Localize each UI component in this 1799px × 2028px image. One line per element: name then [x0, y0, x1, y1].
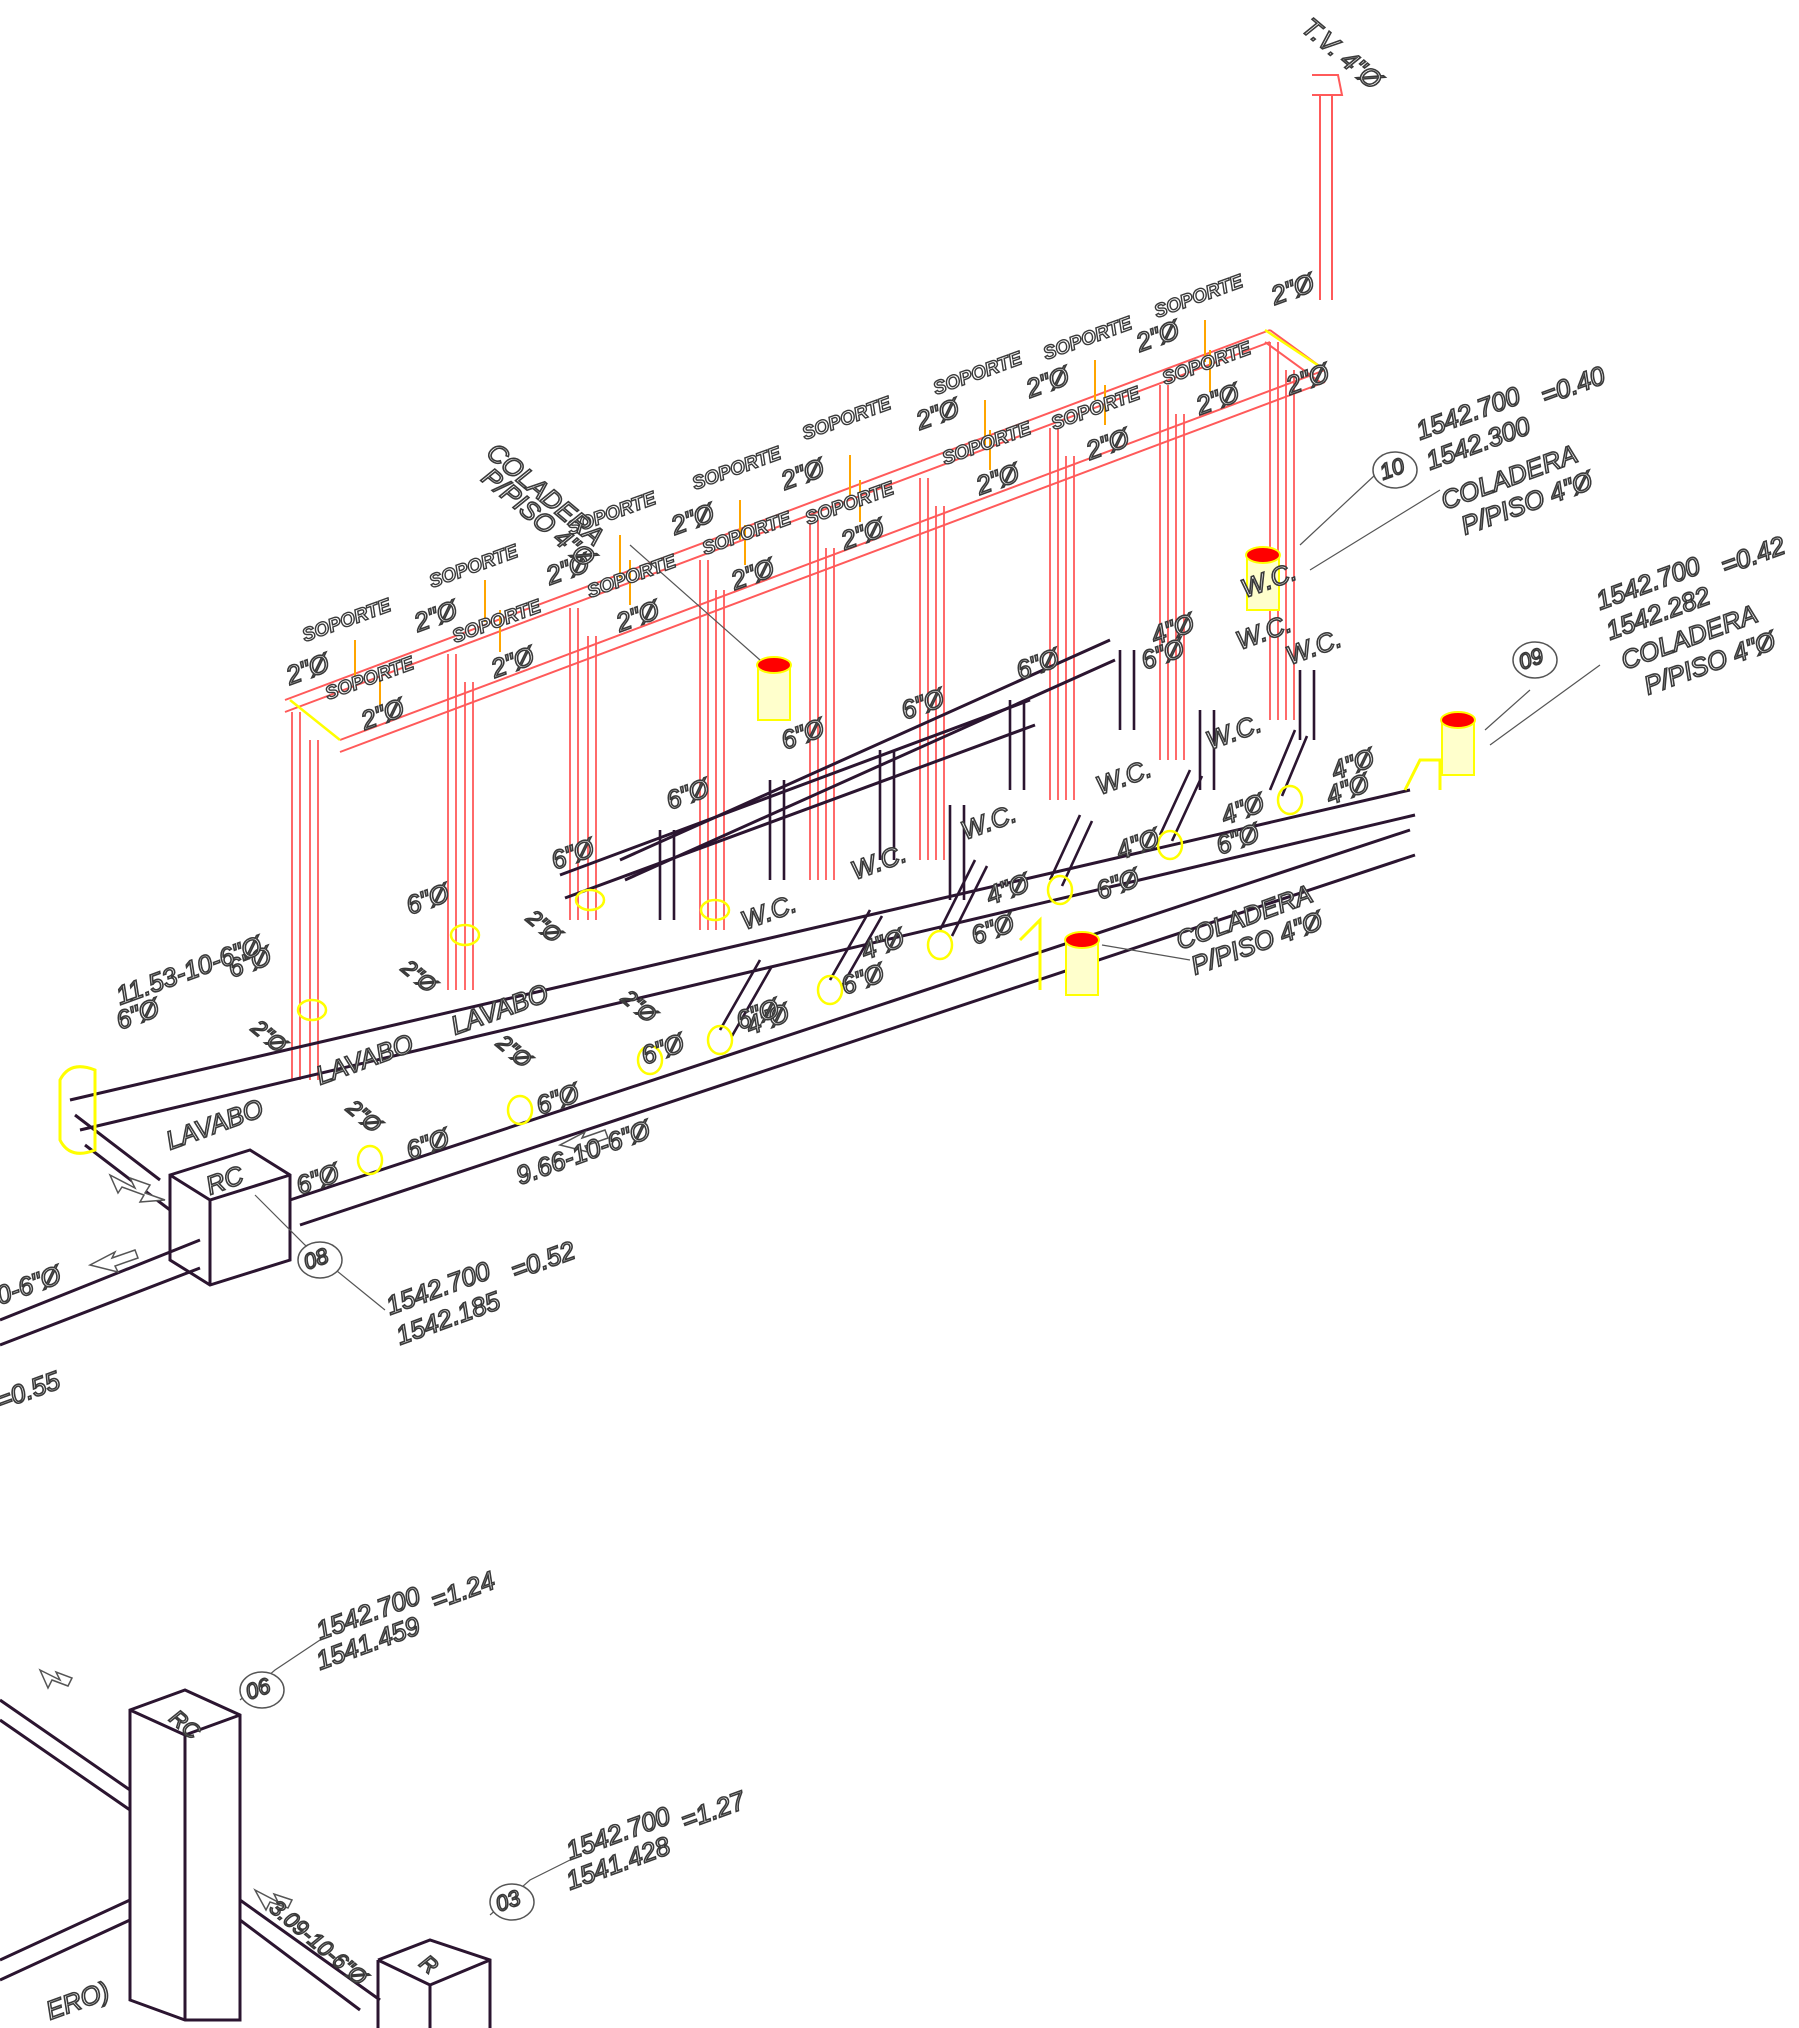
label-diameter: 6"Ø	[1212, 817, 1265, 861]
label-wc: W.C.	[1092, 753, 1156, 801]
floor-drain-icon	[1440, 711, 1476, 776]
flow-arrow-icon	[38, 1668, 74, 1690]
label-lavabo: LAVABO	[312, 1028, 417, 1091]
label-diameter: 6"Ø	[897, 682, 950, 726]
label-soporte: SOPORTE	[427, 541, 522, 593]
elevation-diff: =0.52	[507, 1235, 580, 1286]
label-diameter: 4"Ø	[857, 922, 910, 966]
node-marker: 08 1542.700 1542.185 =0.52	[297, 1234, 580, 1351]
floor-drain-icon	[756, 656, 792, 721]
label-diameter: 2"Ø	[1281, 357, 1335, 401]
label-diameter: 2"Ø	[1021, 360, 1075, 404]
flow-arrow-icon	[87, 1249, 139, 1274]
label-diameter: 2"Ø	[396, 954, 443, 999]
label-run: 3.09-10-6"Ø	[265, 1895, 374, 1992]
floor-drains	[756, 546, 1476, 996]
label-tv: T.V. 4"Ø	[1296, 12, 1389, 97]
labels: T.V. 4"Ø SOPORTE SOPORTE SOPORTE SOPORTE…	[0, 11, 1782, 2027]
label-diameter: 6"Ø	[637, 1027, 690, 1071]
label-diameter: 6"Ø	[402, 877, 455, 921]
label-r: R	[415, 1950, 443, 1979]
label-run: =0.55	[0, 1365, 64, 1416]
label-run: 0-6"Ø	[0, 1259, 67, 1311]
label-wc: W.C.	[737, 888, 801, 936]
label-diameter: 2"Ø	[1266, 267, 1320, 311]
label-wc: W.C.	[957, 798, 1021, 846]
support-markers	[354, 320, 1211, 705]
label-diameter: 2"Ø	[776, 452, 830, 496]
elevation-diff: =1.24	[427, 1565, 499, 1616]
label-diameter: 2"Ø	[486, 640, 540, 684]
label-soporte: SOPORTE	[800, 393, 895, 445]
sanitary-network	[0, 638, 1416, 2028]
label-diameter: 2"Ø	[611, 594, 665, 638]
flow-arrows	[38, 1129, 609, 1912]
label-diameter: 4"Ø	[1112, 822, 1165, 866]
label-diameter: 2"Ø	[341, 1094, 388, 1139]
label-diameter: 2"Ø	[666, 497, 720, 541]
label-diameter: 2"Ø	[911, 392, 965, 436]
label-diameter: 2"Ø	[616, 984, 663, 1029]
node-marker: 06 1542.700 1541.459 =1.24	[239, 1564, 500, 1709]
label-diameter: 6"Ø	[662, 772, 715, 816]
label-wc: W.C.	[1202, 708, 1266, 756]
label-soporte: SOPORTE	[1152, 271, 1247, 323]
label-soporte: SOPORTE	[323, 653, 418, 705]
label-wc: W.C.	[847, 838, 911, 886]
node-marker: 03 1542.700 1541.428 =1.27	[489, 1784, 751, 1921]
label-diameter: 6"Ø	[402, 1122, 455, 1166]
label-diameter: 2"Ø	[246, 1014, 293, 1059]
label-diameter: 2"Ø	[1131, 314, 1185, 358]
label-diameter: 6"Ø	[292, 1157, 345, 1201]
vent-network	[284, 74, 1344, 1080]
label-soporte: SOPORTE	[940, 418, 1035, 470]
label-diameter: 2"Ø	[521, 904, 568, 949]
label-diameter: 6"Ø	[532, 1077, 585, 1121]
label-lavabo: LAVABO	[162, 1093, 267, 1156]
label-run: ERO)	[42, 1975, 113, 2025]
label-rc: RC	[165, 1705, 205, 1745]
flow-arrow-icon	[108, 1173, 166, 1203]
label-soporte: SOPORTE	[931, 348, 1026, 400]
label-soporte: SOPORTE	[1041, 313, 1136, 365]
flow-arrow-icon	[557, 1129, 609, 1154]
fittings	[58, 328, 1442, 1176]
label-diameter: 6"Ø	[547, 832, 600, 876]
label-soporte: SOPORTE	[450, 596, 545, 648]
label-diameter: 6"Ø	[1092, 862, 1145, 906]
label-soporte: SOPORTE	[690, 443, 785, 495]
label-diameter: 2"Ø	[491, 1029, 538, 1074]
floor-drain-icon	[1245, 546, 1281, 611]
flow-arrow-icon	[253, 1888, 294, 1912]
label-diameter: 2"Ø	[1081, 422, 1135, 466]
label-diameter: 2"Ø	[971, 457, 1025, 501]
label-rc: RC	[202, 1160, 248, 1201]
label-run: 9.66-10-6"Ø	[512, 1114, 656, 1191]
elevation-diff: =0.42	[1717, 530, 1790, 581]
elevation-diff: =1.27	[677, 1784, 751, 1835]
floor-drain-icon	[1064, 931, 1100, 996]
elevation-diff: =0.40	[1537, 360, 1610, 411]
label-diameter: 6"Ø	[1012, 642, 1065, 686]
label-diameter: 6"Ø	[967, 907, 1020, 951]
label-soporte: SOPORTE	[300, 595, 395, 647]
label-diameter: 4"Ø	[982, 867, 1035, 911]
label-diameter: 6"Ø	[837, 957, 890, 1001]
